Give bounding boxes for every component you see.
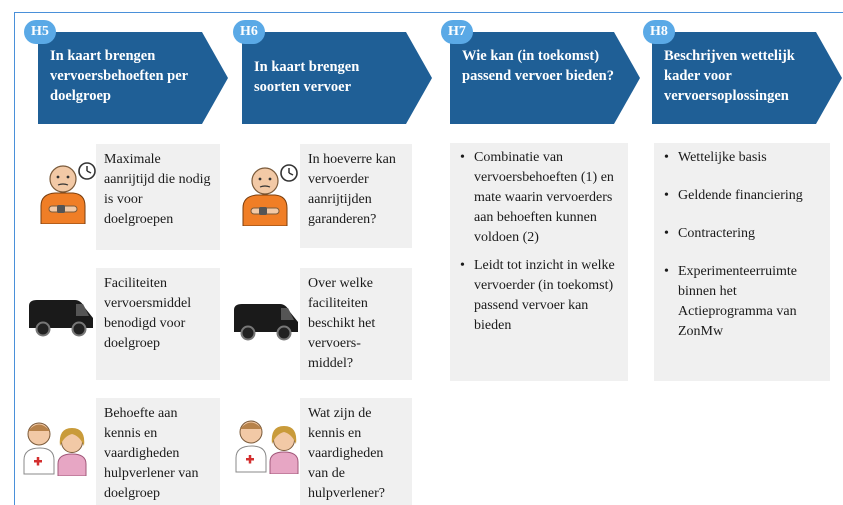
bullet-h8-4: Experimenteerruimte binnen het Actieprog…: [664, 262, 820, 342]
bullet-h7-2: Leidt tot inzicht in welke vervoerder (i…: [460, 256, 618, 336]
step-badge-h7: H7: [441, 20, 473, 44]
bullet-h7-1: Combinatie van vervoersbehoeften (1) en …: [460, 148, 618, 248]
waiting-person-clock-icon: [242, 164, 298, 226]
step-badge-h6: H6: [233, 20, 265, 44]
step-title-h7: Wie kan (in toekomst) passend vervoer bi…: [462, 48, 614, 84]
caregivers-icon: [23, 422, 87, 476]
van-icon: [234, 304, 298, 341]
diagram-frame: [14, 12, 843, 505]
box-h6-2: Over welke faciliteiten beschikt het ver…: [300, 268, 412, 380]
bullet-h8-2: Geldende financiering: [664, 186, 820, 206]
step-badge-h5: H5: [24, 20, 56, 44]
box-h6-1: In hoeverre kan vervoerder aanrijtijden …: [300, 144, 412, 248]
step-arrow-h8: Beschrijven wettelijk kader voor vervoer…: [652, 32, 842, 124]
bullet-h8-1: Wettelijke basis: [664, 148, 820, 168]
box-h6-3: Wat zijn de kennis en vaardigheden van d…: [300, 398, 412, 505]
step-arrow-h6: In kaart brengen soorten vervoer: [242, 32, 432, 124]
bullet-h8-3: Contractering: [664, 224, 820, 244]
step-arrow-h7: Wie kan (in toekomst) passend vervoer bi…: [450, 32, 640, 124]
step-badge-h8: H8: [643, 20, 675, 44]
box-h5-3: Behoefte aan kennis en vaardigheden hulp…: [96, 398, 220, 505]
waiting-person-clock-icon: [40, 162, 96, 224]
box-h5-1: Maximale aanrijtijd die nodig is voor do…: [96, 144, 220, 250]
step-arrow-h5: In kaart brengen vervoersbehoeften per d…: [38, 32, 228, 124]
bullet-list-h8: Wettelijke basis Geldende financiering C…: [664, 148, 820, 342]
bullet-list-h7: Combinatie van vervoersbehoeften (1) en …: [460, 148, 618, 336]
box-h7: Combinatie van vervoersbehoeften (1) en …: [450, 143, 628, 381]
box-h8: Wettelijke basis Geldende financiering C…: [654, 143, 830, 381]
step-title-h5: In kaart brengen vervoersbehoeften per d…: [50, 48, 188, 104]
van-icon: [29, 300, 93, 337]
caregivers-icon: [235, 420, 299, 474]
box-h5-2: Faciliteiten vervoersmiddel benodigd voo…: [96, 268, 220, 380]
step-title-h6: In kaart brengen soorten vervoer: [254, 59, 360, 95]
step-title-h8: Beschrijven wettelijk kader voor vervoer…: [664, 48, 795, 104]
